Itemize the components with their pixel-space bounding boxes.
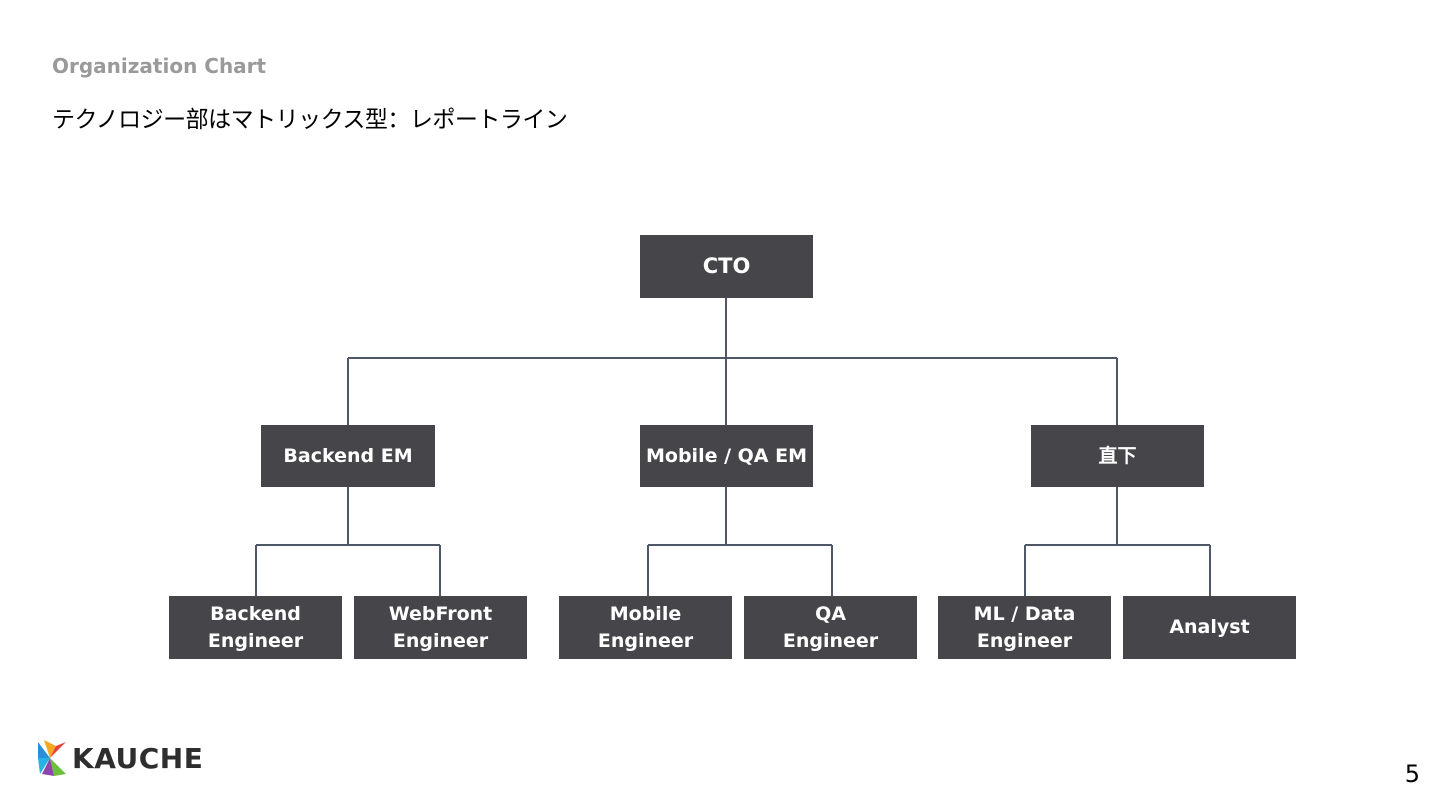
org-node-label-line1: Mobile xyxy=(609,602,682,625)
connector-cto-to-managers xyxy=(347,297,1118,426)
org-node-direct-reports: 直下 xyxy=(1031,425,1204,487)
connector-direct-to-reports xyxy=(1024,487,1211,597)
connector-mobile-qa-em-to-reports xyxy=(647,487,833,597)
logo-wordmark: KAUCHE xyxy=(72,741,204,775)
kauche-logo-mark-icon xyxy=(38,740,66,776)
org-node-backend-engineer: Backend Engineer xyxy=(169,596,342,659)
org-node-webfront-engineer: WebFront Engineer xyxy=(354,596,527,659)
org-node-cto: CTO xyxy=(640,235,813,298)
org-node-label-line1: Backend xyxy=(210,602,301,625)
org-node-label-line2: Engineer xyxy=(976,629,1073,652)
org-node-label: Analyst xyxy=(1169,616,1250,638)
kauche-logo: KAUCHE xyxy=(36,738,203,778)
org-node-label: Backend EM xyxy=(283,444,413,467)
org-node-label-line2: Engineer xyxy=(207,629,304,652)
org-node-label-line1: QA xyxy=(815,602,846,625)
section-label: Organization Chart xyxy=(52,54,267,78)
org-node-label: CTO xyxy=(702,254,751,278)
org-node-mobile-qa-em: Mobile / QA EM xyxy=(640,425,813,487)
org-node-qa-engineer: QA Engineer xyxy=(744,596,917,659)
org-node-label-line2: Engineer xyxy=(597,629,694,652)
org-node-label-line1: WebFront xyxy=(388,602,493,625)
org-node-backend-em: Backend EM xyxy=(261,425,435,487)
org-node-mobile-engineer: Mobile Engineer xyxy=(559,596,732,659)
org-node-label-line1: ML / Data xyxy=(973,602,1076,625)
org-node-label-line2: Engineer xyxy=(392,629,489,652)
org-node-label-line2: Engineer xyxy=(782,629,879,652)
org-node-label: Mobile / QA EM xyxy=(646,444,807,467)
connector-backend-em-to-reports xyxy=(255,487,441,597)
page-number: 5 xyxy=(1404,760,1420,788)
org-node-label: 直下 xyxy=(1098,444,1137,467)
org-node-analyst: Analyst xyxy=(1123,596,1296,659)
org-node-ml-data-engineer: ML / Data Engineer xyxy=(938,596,1111,659)
slide-title: テクノロジー部はマトリックス型：レポートライン xyxy=(52,107,568,133)
